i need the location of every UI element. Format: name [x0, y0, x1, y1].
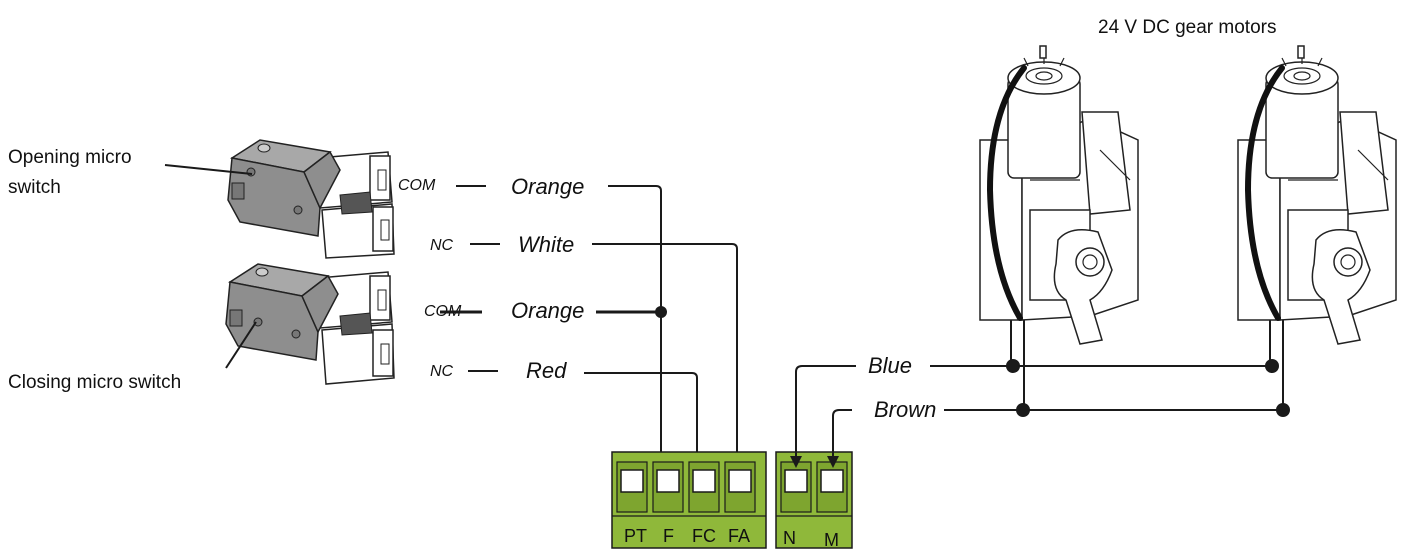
gear-motors-title: 24 V DC gear motors: [1098, 17, 1276, 38]
closing-micro-switch: [225, 263, 395, 385]
terminal-block-n-m: N M: [775, 451, 853, 550]
gear-motor-1: [979, 45, 1139, 345]
wire-label-blue: Blue: [868, 353, 912, 378]
opening-micro-switch: [227, 139, 395, 259]
wire-label-orange-1: Orange: [511, 174, 584, 199]
wire-label-white: White: [518, 232, 574, 257]
wire-label-orange-2: Orange: [511, 298, 584, 323]
terminal-pt: PT: [624, 526, 647, 546]
opening-switch-label-2: switch: [8, 177, 61, 198]
terminal-fc: FC: [692, 526, 716, 546]
pin-nc-2: NC: [430, 363, 454, 380]
terminal-fa: FA: [728, 526, 750, 546]
switch-wires: [584, 185, 743, 468]
pin-nc-1: NC: [430, 237, 454, 254]
wire-label-brown: Brown: [874, 397, 936, 422]
wire-label-red: Red: [526, 358, 567, 383]
terminal-n: N: [783, 528, 796, 548]
closing-switch-label: Closing micro switch: [8, 372, 181, 393]
gear-motor-2: [1237, 45, 1397, 345]
terminal-block-pt-f-fc-fa: PT F FC FA: [611, 451, 767, 549]
closing-switch-leader: [225, 321, 257, 369]
pin-com-1: COM: [398, 177, 436, 194]
terminal-f: F: [663, 526, 674, 546]
motor-wires: [790, 320, 1290, 468]
opening-switch-leader: [164, 164, 253, 175]
terminal-m: M: [824, 530, 839, 550]
opening-switch-label-1: Opening micro: [8, 147, 132, 168]
